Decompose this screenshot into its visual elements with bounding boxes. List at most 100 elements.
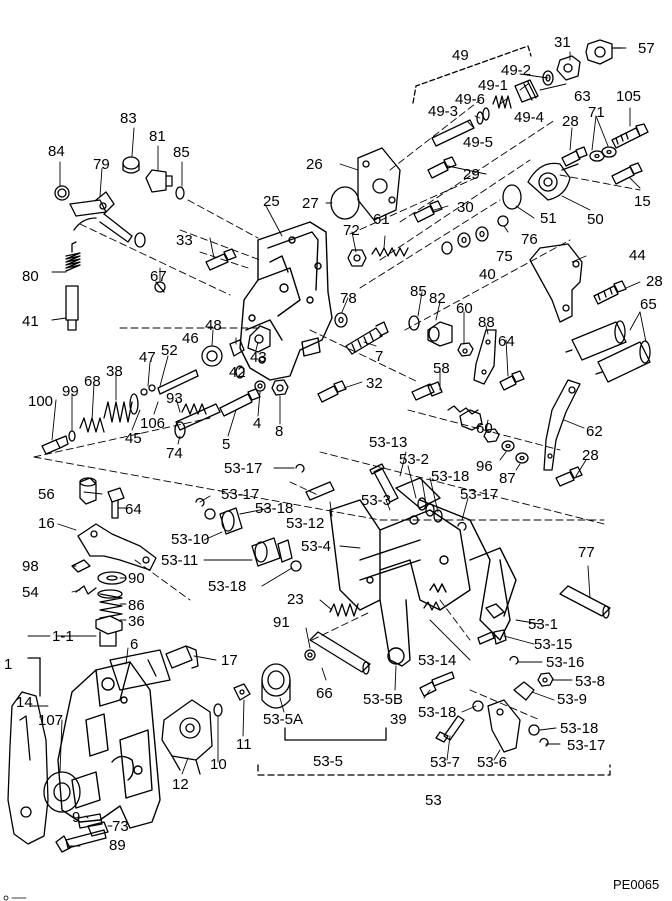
part-9-screw xyxy=(77,813,103,829)
part-53-13-bolt xyxy=(369,463,399,503)
callout-49-4: 49-4 xyxy=(514,109,545,126)
callout-49-5: 49-5 xyxy=(463,134,494,151)
part-105-bolt xyxy=(611,123,649,149)
callout-53-17d: 53-17 xyxy=(567,737,606,754)
part-76-washer xyxy=(497,215,509,227)
part-66-rod xyxy=(309,631,371,675)
part-16-lever-plate xyxy=(77,523,157,571)
part-51-gasket xyxy=(502,184,522,210)
part-4-washer xyxy=(254,380,266,392)
part-43-weight xyxy=(247,325,271,353)
callout-53-1: 53-1 xyxy=(528,616,559,633)
part-47-washers xyxy=(140,384,156,396)
callout-53-8: 53-8 xyxy=(575,673,606,690)
callout-84: 84 xyxy=(48,143,65,160)
callout-87: 87 xyxy=(499,470,516,487)
drawing-code: PE0065 xyxy=(613,877,660,892)
callout-82: 82 xyxy=(429,290,446,307)
part-58-bolt xyxy=(411,381,443,401)
copyright-glyph xyxy=(3,895,27,901)
callout-88: 88 xyxy=(478,314,495,331)
callout-28b: 28 xyxy=(646,273,663,290)
part-27-gasket xyxy=(330,186,360,220)
part-50-flange xyxy=(527,162,579,201)
callout-53-17b: 53-17 xyxy=(221,486,260,503)
part-53-8-nut xyxy=(537,672,554,687)
part-28-bolt-right xyxy=(593,280,627,305)
part-81-plug xyxy=(145,169,173,193)
part-53-15-bolt xyxy=(477,629,507,645)
callout-49: 49 xyxy=(452,47,469,64)
part-8-nut xyxy=(271,379,289,396)
part-12-cam xyxy=(161,699,213,775)
callout-29: 29 xyxy=(463,166,480,183)
callout-27: 27 xyxy=(302,195,319,212)
part-73-bolt xyxy=(87,821,109,837)
part-49-1-coupling xyxy=(514,79,539,103)
part-28-bolt-upper xyxy=(561,146,588,167)
callout-53-9: 53-9 xyxy=(557,691,588,708)
callout-31: 31 xyxy=(554,34,571,51)
callout-86: 86 xyxy=(128,597,145,614)
callout-14: 14 xyxy=(16,694,33,711)
part-74-bolt xyxy=(174,403,221,439)
callout-54: 54 xyxy=(22,584,39,601)
part-14-gasket xyxy=(7,691,49,845)
callout-53: 53 xyxy=(425,792,442,809)
callout-25: 25 xyxy=(263,193,280,210)
callout-53-6: 53-6 xyxy=(477,754,508,771)
part-79-lever xyxy=(69,191,133,243)
callout-7: 7 xyxy=(375,348,384,365)
callout-73: 73 xyxy=(112,818,129,835)
callout-68: 68 xyxy=(84,373,101,390)
callout-105: 105 xyxy=(616,88,642,105)
part-72-nut xyxy=(347,249,367,267)
part-53-9-plate xyxy=(513,681,535,701)
part-53-17-clips xyxy=(195,463,467,531)
callout-100: 100 xyxy=(28,393,54,410)
callout-28c: 28 xyxy=(582,447,599,464)
callout-28a: 28 xyxy=(562,113,579,130)
part-53-11-roller xyxy=(251,537,293,567)
callout-53-16: 53-16 xyxy=(546,654,585,671)
part-53-10-roller xyxy=(219,507,243,535)
part-88-plate xyxy=(473,329,497,385)
part-52-rod xyxy=(157,369,199,395)
callout-39: 39 xyxy=(390,711,407,728)
callout-30: 30 xyxy=(457,199,474,216)
callout-48: 48 xyxy=(205,317,222,334)
part-91-washer xyxy=(304,649,316,661)
part-96-washer xyxy=(501,440,515,452)
part-78-washer xyxy=(334,312,348,328)
callout-53-11: 53-11 xyxy=(161,552,199,569)
callout-44: 44 xyxy=(629,247,646,264)
part-15-bolt xyxy=(611,162,643,185)
part-1-pump-housing xyxy=(57,661,161,829)
part-25-governor-housing xyxy=(239,221,333,381)
callout-53-17c: 53-17 xyxy=(460,486,499,503)
callout-32: 32 xyxy=(366,375,383,392)
part-56-plug xyxy=(79,477,97,505)
part-28-bolt-lower xyxy=(555,466,583,487)
part-77-pin xyxy=(559,585,611,619)
callout-85a: 85 xyxy=(173,144,190,161)
callout-50: 50 xyxy=(587,211,604,228)
part-62-lever xyxy=(543,379,581,471)
callout-62: 62 xyxy=(586,423,603,440)
callout-77: 77 xyxy=(578,544,595,561)
part-41-pin xyxy=(65,285,79,331)
part-84-ring xyxy=(54,185,70,201)
callout-51: 51 xyxy=(540,210,557,227)
part-80-spring xyxy=(65,241,81,272)
callout-64a: 64 xyxy=(498,333,515,350)
part-10-washer xyxy=(213,703,223,717)
callout-49-3: 49-3 xyxy=(428,103,459,120)
part-44-bracket xyxy=(529,243,583,323)
part-49-5-washers xyxy=(476,107,490,125)
callout-83: 83 xyxy=(120,110,137,127)
callout-53-15: 53-15 xyxy=(534,636,573,653)
callout-53-10: 53-10 xyxy=(171,531,210,548)
part-85-oring-mid xyxy=(408,315,420,331)
